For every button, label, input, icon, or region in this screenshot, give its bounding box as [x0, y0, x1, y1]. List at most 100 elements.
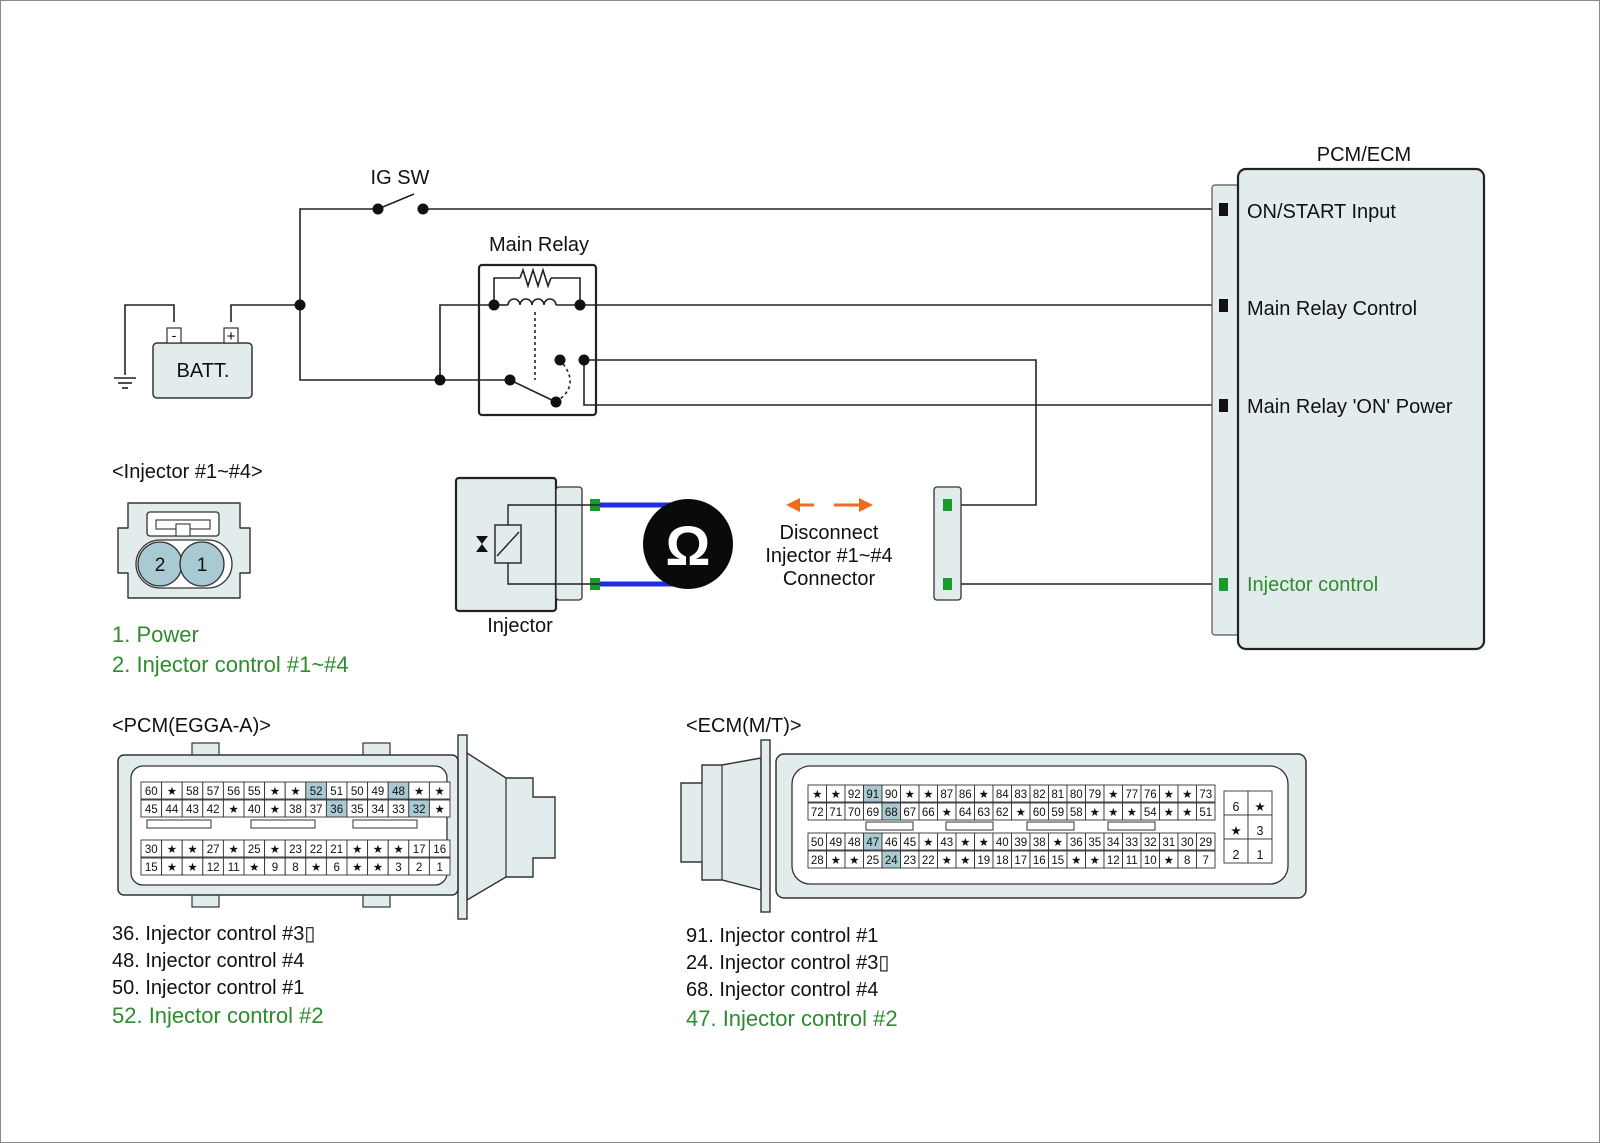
- ecm-pin-label: 60: [1033, 807, 1046, 819]
- ecm-pin-label: ★: [831, 789, 841, 801]
- disconnect-line-1: Disconnect: [780, 522, 879, 544]
- ecm-pin-label: ★: [1182, 807, 1192, 819]
- ecm-pin-label: 43: [940, 837, 953, 849]
- pin-main-relay-on-power: [1219, 399, 1228, 412]
- ecm-pin-label: ★: [1182, 789, 1192, 801]
- main-relay-on-power-wire: [583, 360, 1222, 406]
- ecm-pin-label: 77: [1125, 789, 1138, 801]
- pcm-pin-label: ★: [373, 862, 383, 874]
- ecm-pin-label: 86: [959, 789, 972, 801]
- ecm-pin-label: ★: [942, 855, 952, 867]
- injector-connector-title: <Injector #1~#4>: [112, 461, 263, 483]
- ecm-pin-label: 12: [1107, 855, 1120, 867]
- injector: Injector: [454, 476, 600, 637]
- pcm-pin-label-main-relay-on-power: Main Relay 'ON' Power: [1247, 396, 1453, 418]
- arrow-right-icon: [859, 498, 873, 512]
- ecm-pin-label: 15: [1051, 855, 1064, 867]
- ecm-pin-label: 40: [996, 837, 1009, 849]
- ecm-pin-label: 82: [1033, 789, 1046, 801]
- ecm-legend-4: 47. Injector control #2: [686, 1006, 898, 1031]
- ecm-pin-label: 39: [1014, 837, 1027, 849]
- ecm-connector-title: <ECM(M/T)>: [686, 715, 802, 737]
- wiring: [114, 193, 1222, 585]
- ecm-pin-label: 38: [1033, 837, 1046, 849]
- ecm-pin-label: 29: [1199, 837, 1212, 849]
- pin-injector-control: [1219, 578, 1228, 591]
- injector-pin-1: [179, 541, 225, 587]
- pcm-pin-label: 8: [292, 862, 298, 874]
- ig-feed-wire: [299, 208, 378, 305]
- battery: - + BATT.: [152, 327, 253, 399]
- pcm-pin-label: 37: [310, 804, 323, 816]
- disconnect-line-3: Connector: [783, 568, 876, 590]
- ecm-pin-label: ★: [942, 807, 952, 819]
- pcm-pin-label: 17: [413, 844, 426, 856]
- pcm-pin-label-on-start: ON/START Input: [1247, 201, 1396, 223]
- ecm-pin-cell: [1196, 802, 1216, 821]
- pcm-pin-label: ★: [270, 804, 280, 816]
- ecm-pin-label: 46: [885, 837, 898, 849]
- relay-coil-feed-wire: [439, 304, 494, 380]
- ecm-side-pin-label: 2: [1233, 848, 1240, 862]
- pcm-pin-label: ★: [373, 844, 383, 856]
- ecm-pin-label: 70: [848, 807, 861, 819]
- ecm-pin-label: 11: [1126, 855, 1138, 867]
- ecm-pin-label: 81: [1051, 789, 1064, 801]
- ecm-pin-label: 91: [866, 789, 879, 801]
- ecm-pin-label: 59: [1051, 807, 1064, 819]
- ecm-pin-label: 33: [1125, 837, 1138, 849]
- pcm-pin-label: ★: [167, 862, 177, 874]
- ecm-pin-label: 51: [1199, 807, 1212, 819]
- ecm-pin-label: ★: [1071, 855, 1081, 867]
- ecm-pin-label: 73: [1199, 789, 1212, 801]
- pcm-pin-label: 38: [289, 804, 302, 816]
- injector-connector-view: <Injector #1~#4> 2 1 1. Power 2. Injecto…: [112, 461, 349, 677]
- pcm-pin-label: 25: [248, 844, 261, 856]
- ecm-pin-label: 63: [977, 807, 990, 819]
- ecm-side-pin-label: 6: [1233, 800, 1240, 814]
- injector-pin-1-label: 1: [197, 555, 208, 576]
- ecm-pin-label: ★: [979, 789, 989, 801]
- pcm-pin-label: 57: [207, 786, 220, 798]
- pcm-pin-label: ★: [290, 786, 300, 798]
- pcm-pin-label: ★: [393, 844, 403, 856]
- ecm-pin-cell: [1196, 850, 1216, 869]
- ecm-pin-label: 68: [885, 807, 898, 819]
- ecm-pin-label: ★: [960, 855, 970, 867]
- pcm-pin-label: 60: [145, 786, 158, 798]
- ig-sw-label: IG SW: [371, 167, 430, 189]
- ecm-pin-label: ★: [1164, 789, 1174, 801]
- injector-valve-icon: [476, 536, 488, 552]
- main-relay: Main Relay: [477, 234, 598, 417]
- junction-dots: [294, 203, 590, 408]
- pcm-pin-label: 1: [436, 862, 442, 874]
- ecm-side-pin-cell: [1247, 838, 1273, 864]
- ecm-pin-label: 30: [1181, 837, 1194, 849]
- pcm-pin-label: ★: [352, 862, 362, 874]
- pcm-pin-label: 35: [351, 804, 364, 816]
- pcm-pin-label: ★: [249, 862, 259, 874]
- ecm-side-pin-label: 3: [1257, 824, 1264, 838]
- pcm-pin-label: 3: [395, 862, 401, 874]
- pcm-pin-label: ★: [187, 862, 197, 874]
- ecm-pin-label: 87: [940, 789, 953, 801]
- pcm-pin-label: 58: [186, 786, 199, 798]
- ecm-pin-label: ★: [1090, 855, 1100, 867]
- battery-negative-label: -: [172, 327, 177, 343]
- ecm-pin-label: 80: [1070, 789, 1083, 801]
- ecm-pin-label: 66: [922, 807, 935, 819]
- pcm-pin-label: ★: [187, 844, 197, 856]
- ecm-pin-label: 36: [1070, 837, 1083, 849]
- ecm-pin-label: ★: [812, 789, 822, 801]
- injector-label: Injector: [487, 615, 553, 637]
- pcm-pin-label: 45: [145, 804, 158, 816]
- battery-positive-wire: [230, 304, 300, 322]
- pcm-pin-label: ★: [414, 786, 424, 798]
- relay-coil-icon: [507, 298, 557, 306]
- pcm-ecm-title: PCM/ECM: [1317, 144, 1411, 166]
- injector-legend-2: 2. Injector control #1~#4: [112, 652, 349, 677]
